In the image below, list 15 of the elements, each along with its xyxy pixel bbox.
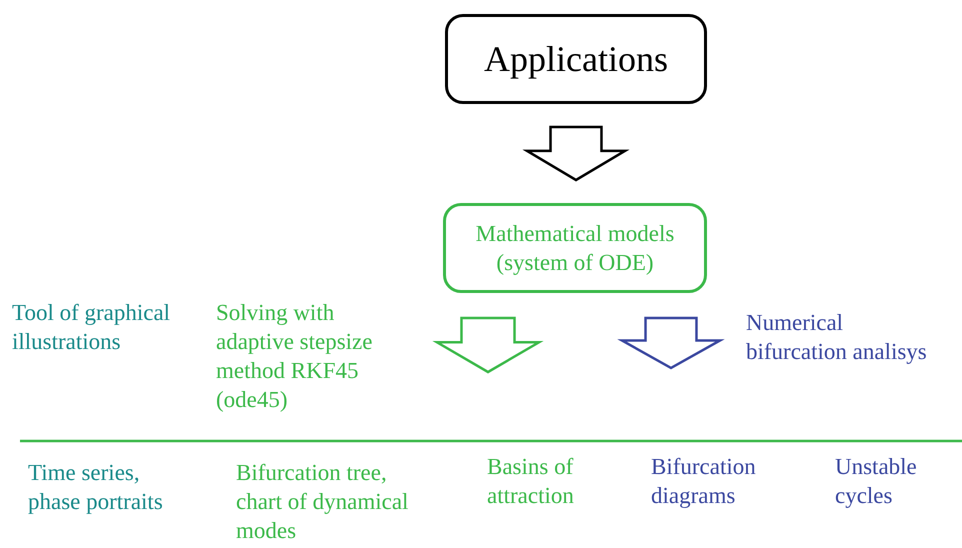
annotation-text: Basins of attraction	[487, 453, 575, 510]
node-text: Applications	[483, 38, 669, 80]
annotation-text: Tool of graphical illustrations	[12, 299, 172, 356]
annotation-text: Solving with adaptive stepsize method RKF45 (ode45)	[216, 299, 374, 414]
annotation-text: Bifurcation tree, chart of dynamical modes	[236, 459, 410, 545]
process-box	[445, 14, 707, 104]
process-box	[443, 203, 707, 293]
annotation-text: Numerical bifurcation analisys	[746, 309, 928, 366]
annotation-text: Unstable cycles	[835, 453, 918, 510]
block-arrow	[617, 316, 725, 370]
node-text: Mathematical models (system of ODE)	[474, 220, 676, 277]
annotation-text: Time series, phase portraits	[28, 459, 164, 516]
block-arrow	[432, 316, 544, 374]
block-arrow	[522, 126, 630, 182]
annotation-text: Bifurcation diagrams	[651, 453, 757, 510]
